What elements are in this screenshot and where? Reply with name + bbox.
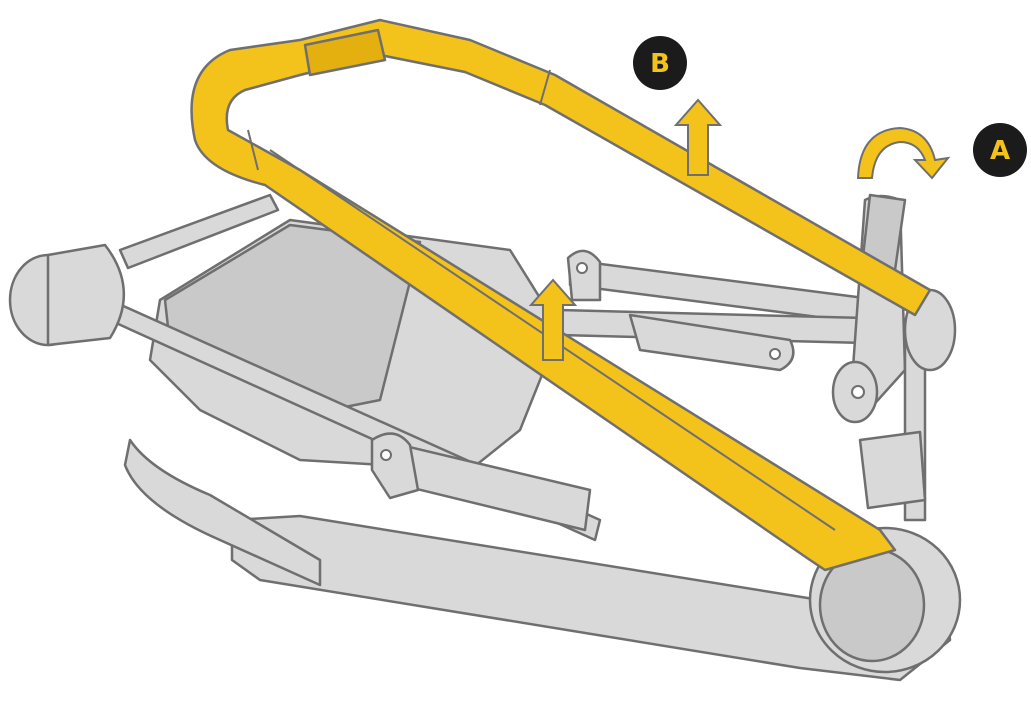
stroller-frame [8, 193, 962, 682]
upper-knuckle [566, 249, 602, 302]
bracket-pin [769, 348, 781, 360]
handlebar-seam-3 [247, 129, 259, 171]
yellow-handlebar [190, 18, 932, 572]
middle-knuckle-pin [380, 449, 392, 461]
base-frame [230, 514, 952, 682]
badge-b-circle [633, 36, 687, 90]
left-roller-body [46, 243, 126, 347]
handlebar-main [190, 18, 932, 572]
badge-a-circle [973, 123, 1027, 177]
upper-knuckle-pin [576, 262, 588, 274]
rotate-arrow-icon [856, 126, 951, 180]
shock-absorber [858, 430, 927, 510]
badge-b-text: B [650, 49, 670, 79]
left-tube-upper [118, 193, 280, 270]
handlebar-clip [303, 28, 387, 77]
up-arrow-icon [673, 98, 723, 176]
bottom-tube [123, 438, 322, 587]
label-badge-a: A [973, 123, 1027, 177]
badge-a-text: A [990, 136, 1010, 166]
handlebar-seam-2 [539, 69, 551, 106]
label-badge-b: B [633, 36, 687, 90]
up-arrow-icon [528, 278, 578, 361]
release-joint-pin [851, 385, 865, 399]
bracket-arm [628, 313, 795, 372]
